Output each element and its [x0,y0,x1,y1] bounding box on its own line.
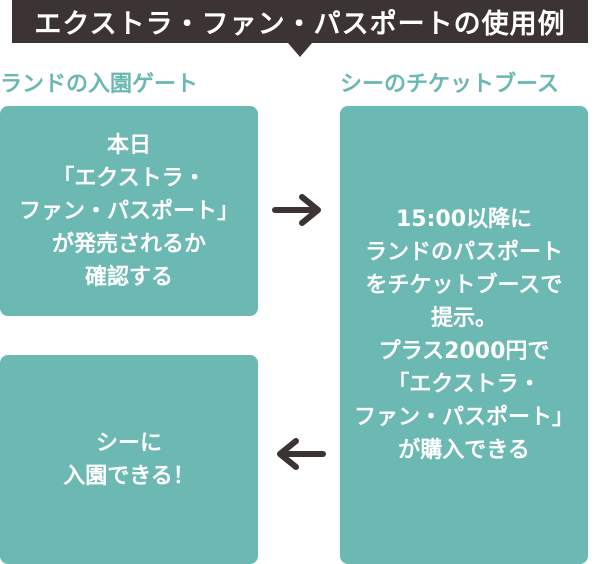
box-line: が購入できる [398,438,530,463]
land-gate-box: 本日 「エクストラ・ ファン・パスポート」 が発売されるか 確認する [0,106,258,316]
box-line: 入園できる！ [63,463,195,489]
box-line: 提示。 [430,306,497,331]
left-heading: ランドの入園ゲート [0,72,199,97]
box-line: ファン・パスポート」 [353,405,574,430]
arrow-right-icon [272,194,321,226]
box-line: プラス2000円で [378,339,550,364]
box-line: が発売されるか [51,231,206,257]
sea-entry-box: シーに 入園できる！ [0,355,258,564]
box-line: 「エクストラ・ [387,372,541,397]
right-heading: シーのチケットブース [340,72,559,97]
box-line: 確認する [84,264,173,290]
banner-notch [288,43,312,57]
box-line: 本日 [106,132,151,158]
title-banner: エクストラ・ファン・パスポートの使用例 [12,0,588,43]
box-line: ファン・パスポート」 [18,198,239,224]
arrow-left-icon [277,438,326,470]
box-line: をチケットブースで [365,273,563,298]
box-line: ランドのパスポート [364,240,563,265]
page-title: エクストラ・ファン・パスポートの使用例 [34,9,566,40]
box-line: 15:00以降に [395,207,532,232]
box-line: 「エクストラ・ [52,165,206,191]
box-line: シーに [95,430,162,456]
ticket-booth-box: 15:00以降に ランドのパスポート をチケットブースで 提示。 プラス2000… [340,106,588,564]
